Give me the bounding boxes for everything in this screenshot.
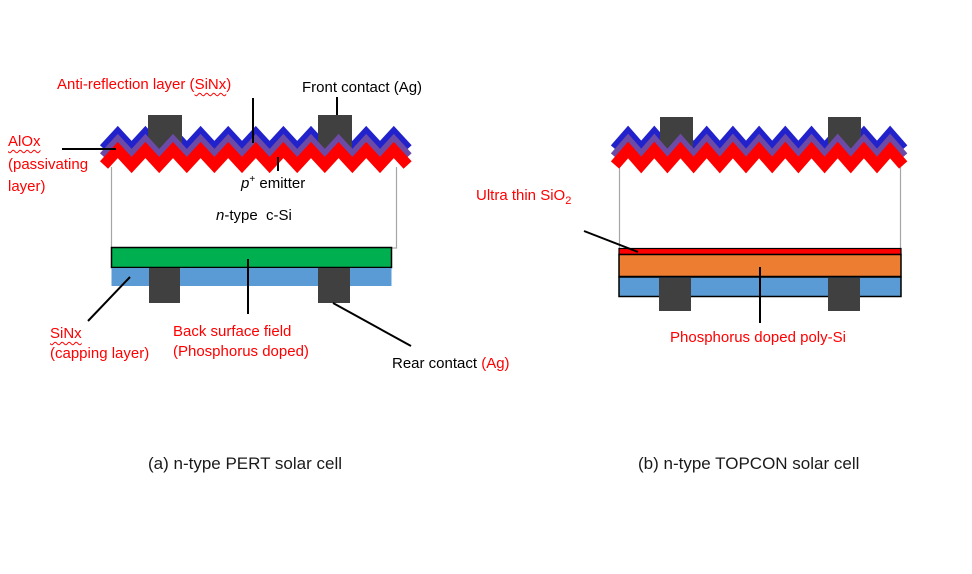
pert-rear-contact-right (318, 268, 350, 303)
front-contact-label: Front contact (Ag) (302, 79, 423, 96)
pert-bsf-green-layer (110, 246, 393, 269)
caption-pert: (a) n-type PERT solar cell (148, 454, 342, 473)
sinx-capping-label: SiNx (capping layer) (50, 324, 149, 365)
pert-rear-contact-left (149, 268, 180, 303)
sio2-label-pre: Ultra thin SiO (476, 187, 566, 204)
topcon-red-zigzag (610, 141, 908, 174)
p-emitter-label-p: p (241, 175, 250, 192)
topcon-wafer-body (618, 167, 902, 250)
alox-label-line3: layer) (8, 178, 46, 195)
pert-cell (62, 97, 412, 347)
anti-reflection-label-pre: Anti-reflection layer ( (57, 76, 195, 93)
topcon-rear-contact-left (659, 278, 691, 311)
bsf-label-line2: (Phosphorus doped) (173, 343, 309, 361)
topcon-thin-sio2-layer (618, 247, 902, 256)
sio2-pointer-line (583, 230, 639, 253)
p-emitter-label-plus: + (249, 174, 256, 185)
sinx-capping-label-line2: (capping layer) (50, 345, 150, 363)
rear-contact-pointer-line (332, 302, 412, 347)
sio2-label-sub: 2 (565, 195, 572, 207)
rear-contact-label-ag: (Ag) (481, 355, 510, 372)
anti-reflection-label-sinx: SiNx (194, 76, 227, 93)
topcon-rear-contact-right (828, 278, 860, 311)
bsf-label-line1: Back surface field (173, 323, 292, 340)
caption-topcon: (b) n-type TOPCON solar cell (638, 454, 860, 473)
pert-alox-red-zigzag (99, 141, 412, 174)
sinx-capping-label-sinx: SiNx (50, 325, 82, 342)
bsf-label: Back surface field (Phosphorus doped) (173, 322, 309, 363)
anti-reflection-label: Anti-reflection layer (SiNx) (57, 76, 231, 95)
n-type-label-n: n (216, 207, 225, 224)
n-type-label: n-type c-Si (216, 207, 292, 226)
alox-label-alox: AlOx (8, 133, 41, 150)
p-emitter-label-rest: emitter (255, 175, 306, 192)
rear-contact-label-text: Rear contact (392, 355, 482, 372)
sinx-capping-pointer-line (87, 276, 131, 322)
rear-contact-label: Rear contact (Ag) (392, 355, 510, 374)
poly-si-label: Phosphorus doped poly-Si (670, 329, 846, 346)
alox-label: AlOx (passivating layer) (8, 131, 88, 199)
topcon-cell (583, 117, 908, 323)
sio2-label: Ultra thin SiO2 (476, 187, 571, 209)
alox-label-line2: (passivating (8, 155, 89, 173)
anti-reflection-label-post: ) (226, 76, 232, 93)
n-type-label-rest: -type c-Si (224, 207, 292, 224)
p-emitter-label: p+ emitter (241, 174, 305, 194)
